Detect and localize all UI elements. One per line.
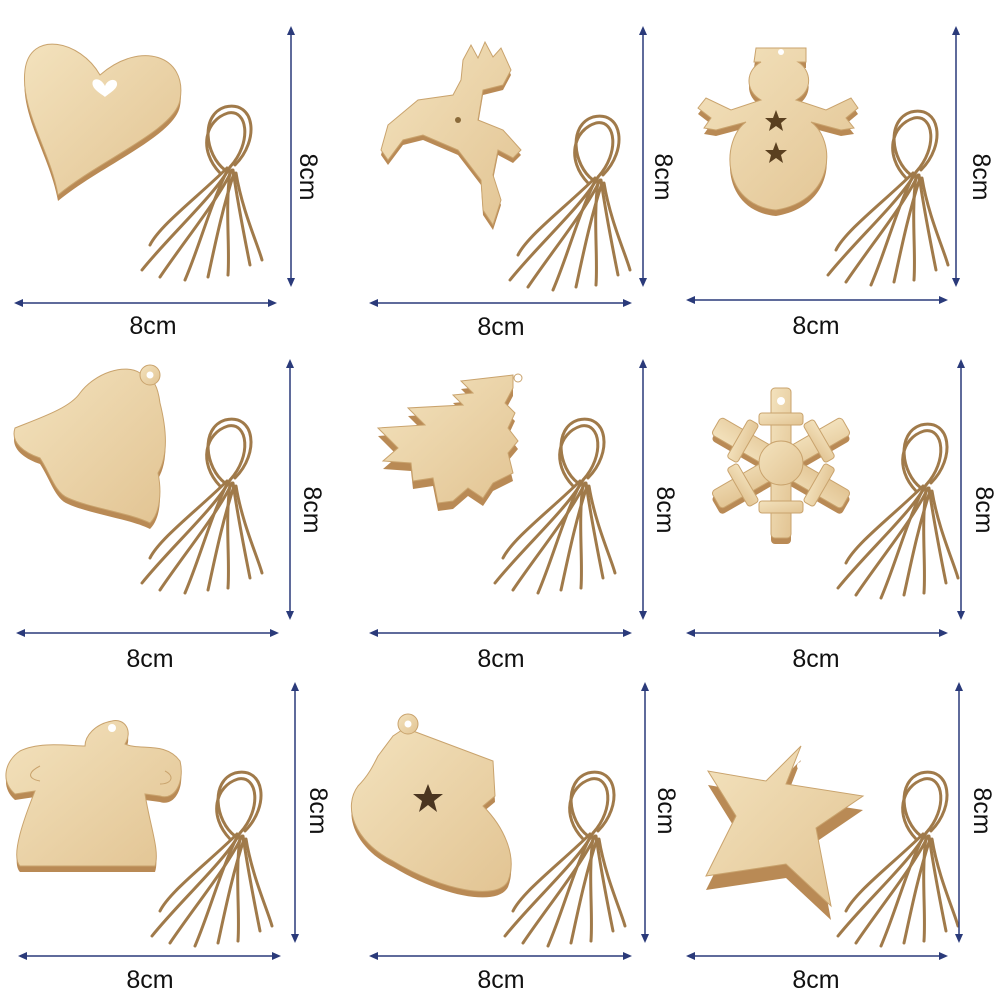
dimension-arrows [369,359,647,637]
dimension-arrows [686,359,965,637]
ornament-cell-stocking: 8cm 8cm [333,666,680,999]
twine-icon [150,770,274,948]
dimension-arrows [18,682,299,960]
bell-icon [13,364,166,529]
christmas-tree-icon [376,373,523,511]
width-label: 8cm [477,645,525,673]
snowflake-icon [712,387,850,544]
ornament-cell-snowflake: 8cm 8cm [666,333,999,673]
twine-icon [503,770,627,948]
width-label: 8cm [792,312,840,340]
dimension-arrows [14,26,295,307]
dimension-arrows [686,26,960,304]
dimension-arrows [686,682,963,960]
ornament-cell-bell: 8cm 8cm [0,333,333,673]
ornament-cell-star: 8cm 8cm [666,666,999,999]
width-label: 8cm [126,966,174,994]
star-icon [705,745,865,920]
ornament-cell-tree: 8cm 8cm [333,333,679,673]
dimension-arrows [369,682,649,960]
reindeer-icon [380,40,522,230]
twine-icon [493,417,617,595]
dimension-arrows [369,26,647,307]
twine-icon [140,104,264,282]
width-label: 8cm [792,966,840,994]
height-label: 8cm [967,153,995,201]
height-label: 8cm [970,486,998,534]
twine-icon [836,422,960,600]
ornament-cell-reindeer: 8cm 8cm [333,0,677,341]
angel-icon [5,720,182,872]
height-label: 8cm [298,486,326,534]
width-label: 8cm [477,966,525,994]
twine-icon [140,417,264,595]
ornament-cell-angel: 8cm 8cm [0,666,333,999]
ornament-cell-heart: 8cm 8cm [0,0,333,340]
height-label: 8cm [294,153,322,201]
stocking-icon [350,713,512,898]
heart-icon [23,43,182,201]
ornament-cell-snowman: 8cm 8cm [666,0,999,340]
twine-icon [826,109,950,287]
height-label: 8cm [304,787,332,835]
twine-icon [508,114,632,292]
dimension-arrows [16,359,294,637]
width-label: 8cm [129,312,177,340]
width-label: 8cm [792,645,840,673]
snowman-icon [697,47,859,216]
width-label: 8cm [477,313,525,341]
height-label: 8cm [968,787,996,835]
twine-icon [836,770,960,948]
width-label: 8cm [126,645,174,673]
